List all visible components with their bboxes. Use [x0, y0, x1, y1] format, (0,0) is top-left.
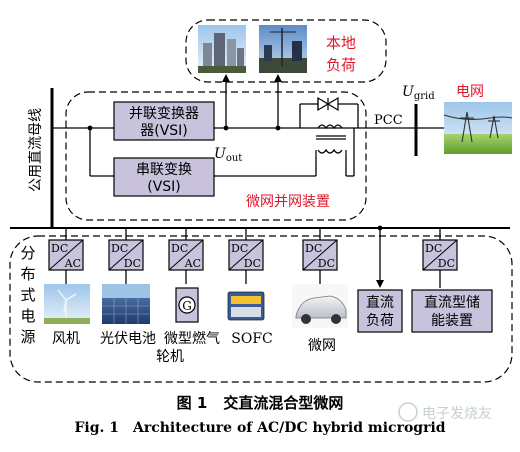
parallel-converter-box	[113, 101, 215, 141]
local-load-label-line2: 负荷	[326, 56, 356, 74]
source-label-sofc: SOFC	[231, 331, 273, 347]
distributed-source-char: 源	[20, 328, 35, 346]
distributed-source-char: 布	[20, 265, 35, 283]
converter-top-label: DC	[111, 242, 128, 255]
node-dot-1	[223, 125, 229, 131]
pv-panel-photo	[102, 284, 150, 324]
storage-line2: 能装置	[431, 313, 473, 329]
device-wiring	[52, 103, 416, 177]
source-label-gas-turbine-line2: 轮机	[156, 349, 184, 365]
node-dot-2	[275, 125, 281, 131]
pcc-label: PCC	[374, 113, 403, 128]
node-dot-3	[87, 125, 93, 131]
converter-bottom-label: DC	[244, 257, 261, 270]
converter-bottom-label: DC	[124, 257, 141, 270]
series-converter-line2: (VSI)	[147, 179, 181, 195]
dc-load-box	[357, 289, 403, 333]
converter-box: DC AC	[48, 239, 84, 271]
distributed-source-char: 电	[20, 307, 35, 325]
converter-boxes: DC AC DC DC DC AC DC DC DC DC DC DC	[48, 239, 458, 271]
local-load-group	[185, 19, 387, 83]
watermark: 电子发烧友	[398, 402, 492, 422]
microgrid-device-label: 微网并网装置	[246, 194, 330, 210]
converter-top-label: DC	[305, 242, 322, 255]
power-grid-photo	[443, 102, 513, 154]
u-grid-label: Ugrid	[402, 84, 435, 102]
converter-top-label: DC	[231, 242, 248, 255]
distributed-source-group	[9, 235, 513, 383]
dc-bus-label: 公用直流母线	[27, 108, 44, 192]
dc-load-line2: 负荷	[366, 313, 394, 329]
dc-load-line1: 直流	[366, 294, 394, 311]
series-converter-line1: 串联变换	[136, 161, 192, 178]
converter-bottom-label: DC	[438, 257, 455, 270]
ev-car-photo	[292, 284, 348, 328]
u-out-label: Uout	[214, 146, 242, 164]
parallel-converter-line2: 器(VSI)	[140, 123, 188, 139]
converter-drops	[65, 228, 441, 286]
converter-top-label: DC	[425, 242, 442, 255]
generator-icon	[178, 296, 196, 314]
thyristor-switch-icon	[317, 96, 339, 112]
dc-load-node-dot	[377, 225, 383, 231]
sofc-photo	[227, 291, 265, 321]
source-label-pv: 光伏电池	[100, 331, 156, 347]
converter-box: DC DC	[422, 239, 458, 271]
generator-symbol: G	[182, 299, 192, 313]
converter-bottom-label: AC	[64, 257, 81, 270]
converter-box: DC DC	[302, 239, 338, 271]
series-converter-box	[113, 157, 215, 197]
arrow-head-right	[274, 74, 282, 82]
city-photo	[198, 25, 246, 73]
converter-box: DC DC	[108, 239, 144, 271]
street-photo	[259, 25, 307, 73]
arrow-head-left	[222, 74, 230, 82]
source-label-wind: 风机	[52, 331, 80, 347]
converter-bottom-label: DC	[318, 257, 335, 270]
converter-bottom-label: AC	[184, 257, 201, 270]
converter-top-label: DC	[171, 242, 188, 255]
source-label-microgrid: 微网	[308, 338, 336, 354]
source-stubs	[65, 270, 441, 288]
load-arrows	[225, 80, 279, 128]
storage-box	[411, 289, 493, 333]
converter-top-label: DC	[51, 242, 68, 255]
distributed-source-char: 式	[20, 286, 35, 304]
transformer-icon	[315, 124, 347, 156]
microgrid-device-group	[65, 91, 367, 221]
source-label-gas-turbine-line1: 微型燃气	[164, 330, 220, 347]
parallel-converter-line1: 并联变换器	[129, 105, 199, 122]
converter-box: DC AC	[168, 239, 204, 271]
dc-load-arrow-head	[376, 280, 384, 288]
storage-line1: 直流型储	[424, 294, 480, 311]
converter-box: DC DC	[228, 239, 264, 271]
wind-turbine-photo	[44, 284, 90, 324]
grid-label: 电网	[456, 84, 484, 100]
distributed-source-char: 分	[20, 244, 35, 262]
local-load-label-line1: 本地	[326, 34, 356, 52]
svg-text:电子发烧友: 电子发烧友	[422, 406, 492, 422]
